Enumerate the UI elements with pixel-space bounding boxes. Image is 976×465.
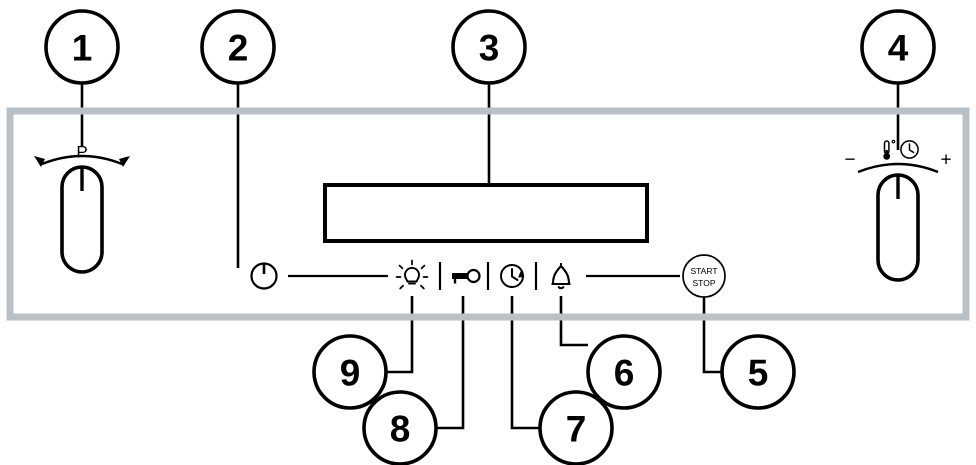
- minus-label: −: [844, 150, 855, 171]
- callout-1[interactable]: 1: [44, 9, 120, 85]
- callout-5[interactable]: 5: [720, 334, 796, 410]
- knob-arc-left: [41, 154, 123, 166]
- callout-4-number: 4: [888, 28, 909, 69]
- clock-icon: [900, 140, 919, 159]
- knob-label-p: P: [76, 143, 87, 162]
- leader-6: [559, 296, 588, 347]
- leader-5: [702, 296, 722, 374]
- callout-9[interactable]: 9: [312, 334, 388, 410]
- callout-4[interactable]: 4: [860, 9, 936, 85]
- callout-5-number: 5: [748, 353, 769, 394]
- thermometer-icon: [883, 139, 896, 160]
- temperature-time-knob[interactable]: − +: [844, 139, 952, 282]
- function-selector-knob[interactable]: P: [34, 143, 130, 274]
- power-icon[interactable]: [250, 262, 278, 290]
- knob-body-left[interactable]: [60, 165, 104, 274]
- leader-9: [383, 296, 414, 374]
- arc-arrow-left-icon: [34, 156, 45, 167]
- leader-7: [510, 296, 540, 430]
- callout-6[interactable]: 6: [586, 334, 662, 410]
- callout-circles: 1 2 3 4 5 6 7: [44, 9, 936, 465]
- callout-2-number: 2: [228, 28, 249, 69]
- callout-3[interactable]: 3: [451, 9, 527, 85]
- arc-arrow-right-icon: [119, 156, 130, 167]
- callout-7[interactable]: 7: [538, 390, 614, 465]
- start-stop-line2: STOP: [693, 278, 716, 288]
- leader-8: [434, 296, 465, 430]
- key-icon[interactable]: [452, 268, 481, 284]
- knob-arc-right: [857, 162, 939, 174]
- plus-label: +: [940, 150, 951, 171]
- display-screen: [323, 183, 649, 243]
- panel-frame: [6, 107, 970, 321]
- callout-1-number: 1: [72, 28, 93, 69]
- start-stop-button[interactable]: START STOP: [682, 254, 726, 298]
- callout-6-number: 6: [614, 353, 635, 394]
- lamp-icon[interactable]: [395, 259, 429, 290]
- start-stop-line1: START: [690, 266, 717, 276]
- callout-8[interactable]: 8: [362, 390, 438, 465]
- bell-icon[interactable]: [551, 263, 571, 290]
- timer-clock-icon[interactable]: [500, 264, 525, 288]
- knob-body-right[interactable]: [876, 173, 920, 282]
- callout-3-number: 3: [479, 28, 500, 69]
- callout-8-number: 8: [390, 409, 411, 450]
- callout-7-number: 7: [566, 409, 587, 450]
- callout-9-number: 9: [340, 353, 361, 394]
- callout-2[interactable]: 2: [200, 9, 276, 85]
